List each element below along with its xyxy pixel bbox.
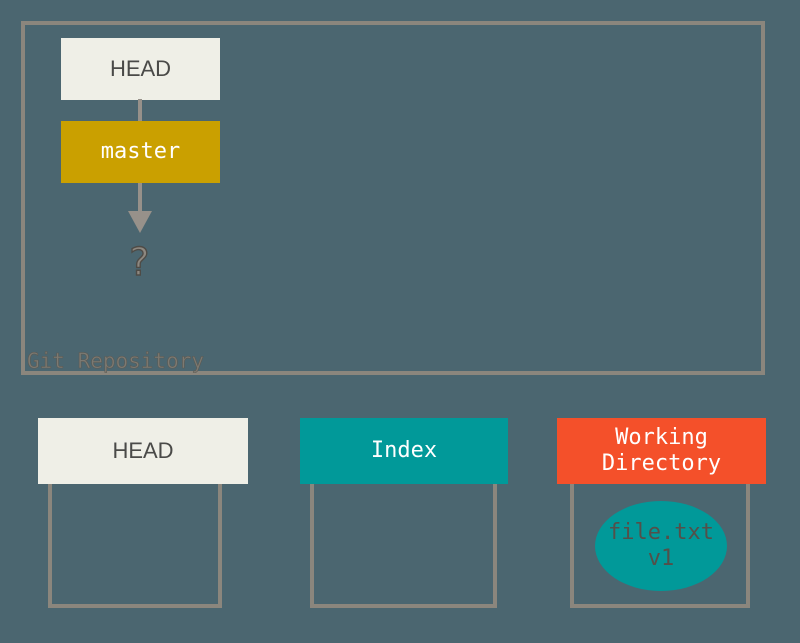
commit-placeholder-question-mark: ?: [127, 240, 151, 284]
file-blob-name: file.txt: [608, 520, 714, 546]
area-body-head: [48, 484, 222, 608]
area-header-working-directory-line2: Directory: [601, 451, 722, 476]
area-body-working-directory: [570, 484, 750, 608]
git-repository-label: Git Repository: [27, 349, 205, 373]
repo-master-branch-box: master: [61, 121, 220, 183]
area-header-working-directory-line1: Working: [615, 425, 708, 451]
connector-master-to-commit: [138, 183, 142, 214]
git-repository-frame: [21, 21, 765, 375]
area-body-index: [310, 484, 497, 608]
area-header-working-directory: Working Directory: [557, 418, 766, 484]
area-header-head: HEAD: [38, 418, 248, 484]
area-header-index: Index: [300, 418, 508, 484]
arrow-down-icon: [128, 211, 152, 233]
file-blob-file-txt: file.txt v1: [595, 501, 727, 591]
repo-head-box: HEAD: [61, 38, 220, 100]
file-blob-version: v1: [647, 546, 675, 571]
connector-head-to-master: [138, 99, 142, 123]
